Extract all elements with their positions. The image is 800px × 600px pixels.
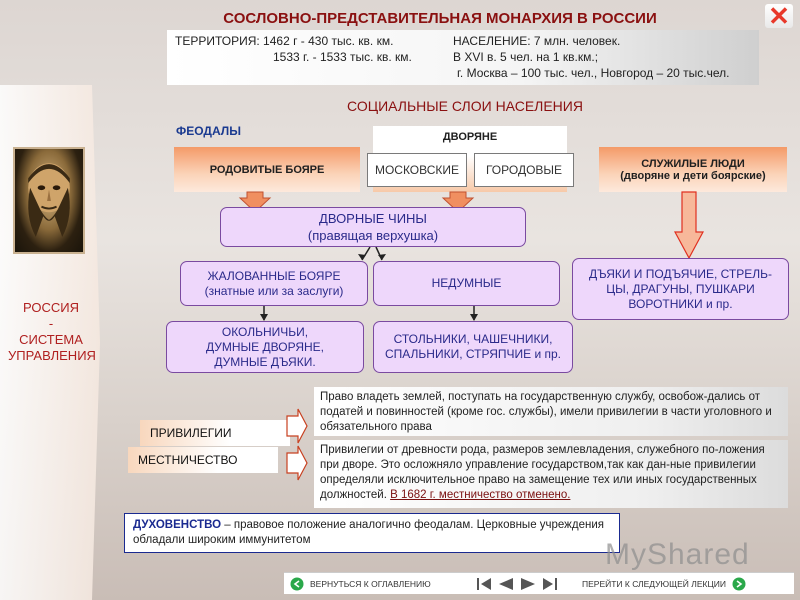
arrowhead-down-left: [260, 314, 268, 321]
clerks-box: ДЪЯКИ И ПОДЪЯЧИЕ, СТРЕЛЬ- ЦЫ, ДРАГУНЫ, П…: [572, 258, 789, 320]
boyare-label: РОДОВИТЫЕ БОЯРЕ: [209, 163, 325, 176]
clergy-text: – правовое положение аналогично феодалам…: [133, 519, 604, 546]
territory-1533: 1533 г. - 1533 тыс. кв. км.: [273, 50, 412, 64]
next-lecture-arrow-icon: [732, 577, 746, 590]
town-nobles-box: ГОРОДОВЫЕ: [474, 153, 574, 187]
sidebar-line-dash: -: [48, 316, 54, 331]
mestnichestvo-body: Привилегии от древности рода, размеров з…: [320, 444, 765, 501]
clergy-title: ДУХОВЕНСТВО: [133, 519, 222, 531]
back-arrow-icon: [290, 577, 304, 590]
clerks-line3: ВОРОТНИКИ и пр.: [628, 296, 733, 311]
prev-slide-button[interactable]: [496, 576, 516, 592]
court-ranks-box: ДВОРНЫЕ ЧИНЫ (правящая верхушка): [220, 207, 526, 247]
court-ranks-subtitle: (правящая верхушка): [307, 228, 439, 243]
population-density: В XVI в. 5 чел. на 1 кв.км.;: [453, 50, 599, 64]
arrowhead-right: [378, 254, 386, 260]
stolniki-line1: СТОЛЬНИКИ, ЧАШЕЧНИКИ,: [393, 332, 553, 346]
non-duma-label: НЕДУМНЫЕ: [431, 276, 502, 290]
stolniki-box: СТОЛЬНИКИ, ЧАШЕЧНИКИ, СПАЛЬНИКИ, СТРЯПЧИ…: [373, 321, 573, 373]
connector-dvornye-zhalovannye: [361, 246, 371, 261]
clerks-line1: ДЪЯКИ И ПОДЪЯЧИЕ, СТРЕЛЬ-: [588, 266, 773, 281]
territory-1462: ТЕРРИТОРИЯ: 1462 г - 430 тыс. кв. км.: [175, 34, 394, 48]
service-people-subtitle: (дворяне и дети боярские): [620, 169, 766, 182]
sidebar-label: РОССИЯ - СИСТЕМА УПРАВЛЕНИЯ: [8, 300, 96, 364]
mestnichestvo-label: МЕСТНИЧЕСТВО: [128, 447, 278, 473]
slide-nav-buttons: [474, 576, 574, 592]
privileges-label-text: ПРИВИЛЕГИИ: [150, 426, 232, 440]
okolnichi-line2: ДУМНЫЕ ДВОРЯНЕ,: [206, 339, 324, 354]
back-to-contents-link[interactable]: ВЕРНУТЬСЯ К ОГЛАВЛЕНИЮ: [284, 577, 474, 591]
last-slide-button[interactable]: [540, 576, 560, 592]
last-slide-icon: [543, 577, 557, 590]
sidebar-line-russia: РОССИЯ: [22, 300, 79, 315]
info-box: ТЕРРИТОРИЯ: 1462 г - 430 тыс. кв. км. НА…: [167, 30, 759, 85]
privileges-text: Право владеть землей, поступать на госуд…: [314, 387, 788, 436]
close-icon[interactable]: ✕: [765, 3, 793, 29]
okolnichi-box: ОКОЛЬНИЧЬИ, ДУМНЫЕ ДВОРЯНЕ, ДУМНЫЕ ДЪЯКИ…: [166, 321, 364, 373]
moscow-nobles-label: МОСКОВСКИЕ: [374, 163, 460, 177]
town-nobles-label: ГОРОДОВЫЕ: [485, 163, 563, 177]
bottom-nav-bar: ВЕРНУТЬСЯ К ОГЛАВЛЕНИЮ ПЕРЕЙТИ К СЛЕДУЮЩ…: [284, 572, 794, 594]
privileges-label: ПРИВИЛЕГИИ: [140, 420, 290, 446]
mestnichestvo-abolished: В 1682 г. местничество отменено.: [390, 489, 571, 501]
prev-slide-icon: [499, 577, 513, 590]
mestnichestvo-label-text: МЕСТНИЧЕСТВО: [138, 453, 238, 467]
arrowhead-left: [358, 254, 366, 260]
slide-title: СОСЛОВНО-ПРЕДСТАВИТЕЛЬНАЯ МОНАРХИЯ В РОС…: [223, 10, 657, 27]
first-slide-icon: [477, 577, 491, 590]
sidebar-line-system: СИСТЕМА: [19, 332, 83, 347]
diagram-subtitle: СОЦИАЛЬНЫЕ СЛОИ НАСЕЛЕНИЯ: [347, 98, 583, 114]
population-cities: г. Москва – 100 тыс. чел., Новгород – 20…: [457, 66, 730, 80]
okolnichi-line1: ОКОЛЬНИЧЬИ,: [221, 324, 309, 339]
service-people-title: СЛУЖИЛЫЕ ЛЮДИ: [641, 157, 745, 170]
boyare-box: РОДОВИТЫЕ БОЯРЕ: [174, 147, 360, 192]
icon-portrait: [13, 147, 85, 254]
portrait-icon: [28, 163, 70, 237]
sidebar-line-governance: УПРАВЛЕНИЯ: [8, 348, 96, 363]
court-ranks-title: ДВОРНЫЕ ЧИНЫ: [319, 211, 427, 226]
watermark-logo: MyShared: [605, 538, 750, 571]
next-slide-icon: [521, 577, 535, 590]
service-people-box: СЛУЖИЛЫЕ ЛЮДИ (дворяне и дети боярские): [599, 147, 787, 192]
mestnichestvo-text: Привилегии от древности рода, размеров з…: [314, 440, 788, 508]
stolniki-line2: СПАЛЬНИКИ, СТРЯПЧИЕ и пр.: [384, 347, 561, 361]
granted-boyars-title: ЖАЛОВАННЫЕ БОЯРЕ: [207, 268, 341, 283]
dvoryane-label: ДВОРЯНЕ: [442, 131, 498, 143]
arrow-service-down: [673, 191, 705, 260]
privileges-arrow-icon: [286, 408, 308, 444]
okolnichi-line3: ДУМНЫЕ ДЪЯКИ.: [214, 354, 316, 369]
back-to-contents-label: ВЕРНУТЬСЯ К ОГЛАВЛЕНИЮ: [310, 578, 431, 589]
feudal-label: ФЕОДАЛЫ: [176, 124, 241, 138]
connector-dvornye-nedumnye: [375, 246, 383, 261]
moscow-nobles-box: МОСКОВСКИЕ: [367, 153, 467, 187]
first-slide-button[interactable]: [474, 576, 494, 592]
population-total: НАСЕЛЕНИЕ: 7 млн. человек.: [453, 34, 621, 48]
granted-boyars-subtitle: (знатные или за заслуги): [204, 283, 344, 298]
granted-boyars-box: ЖАЛОВАННЫЕ БОЯРЕ (знатные или за заслуги…: [180, 261, 368, 306]
clergy-box: ДУХОВЕНСТВО – правовое положение аналоги…: [124, 513, 620, 553]
next-slide-button[interactable]: [518, 576, 538, 592]
next-lecture-label: ПЕРЕЙТИ К СЛЕДУЮЩЕЙ ЛЕКЦИИ: [582, 578, 726, 589]
non-duma-box: НЕДУМНЫЕ: [373, 261, 560, 306]
mestnichestvo-arrow-icon: [286, 445, 308, 481]
clerks-line2: ЦЫ, ДРАГУНЫ, ПУШКАРИ: [606, 281, 755, 296]
next-lecture-link[interactable]: ПЕРЕЙТИ К СЛЕДУЮЩЕЙ ЛЕКЦИИ: [574, 577, 746, 591]
arrowhead-down-right: [470, 314, 478, 321]
